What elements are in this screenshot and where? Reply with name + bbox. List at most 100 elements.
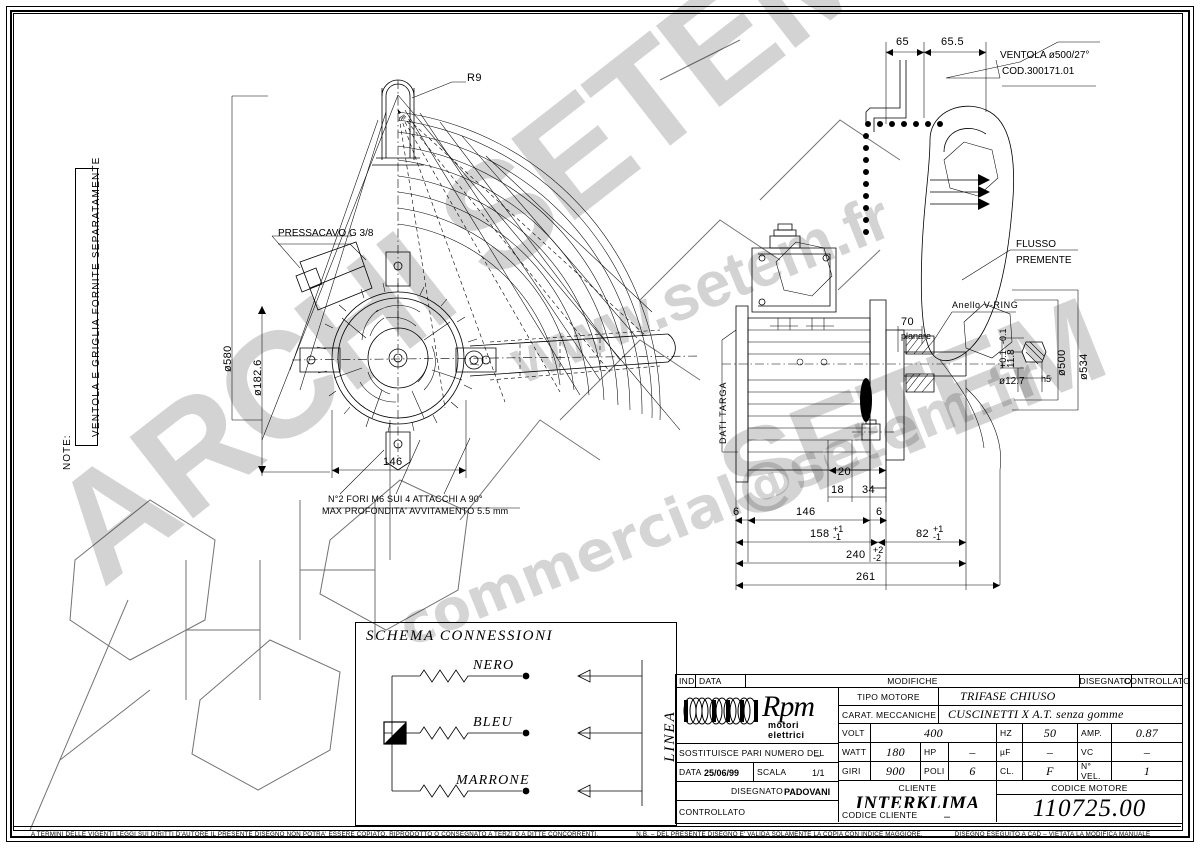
dim-65: 65 <box>896 36 910 48</box>
label-premente: PREMENTE <box>1016 255 1072 266</box>
tb-tipo-motore-value-cell: TRIFASE CHIUSO <box>939 688 1182 706</box>
tb-uf-value: – <box>1046 744 1054 759</box>
tb-poli-label: POLI <box>921 762 949 781</box>
dim-left-width: 146 <box>383 456 403 468</box>
tb-hp-label: HP <box>921 743 949 762</box>
label-pressacavo: PRESSACAVO G 3/8 <box>278 228 374 239</box>
tb-codice-cliente-label: CODICE CLIENTE <box>839 808 997 822</box>
dim-6-left: 6 <box>733 506 740 518</box>
tb-giri-value: 900 <box>886 763 905 778</box>
tb-sostituisce-value: – <box>814 750 821 762</box>
label-ventola: VENTOLA ø500/27° <box>1000 50 1090 61</box>
label-planare: planare <box>901 331 932 341</box>
schema-title: SCHEMA CONNESSIONI <box>366 628 554 644</box>
tb-disegnato-label: DISEGNATO <box>676 782 839 801</box>
dim-240-tol-up: +2 <box>873 545 884 555</box>
dim-82-tol-up: +1 <box>933 524 944 534</box>
tb-disegnato-value: PADOVANI <box>784 787 831 797</box>
tb-vc-value-cell: – <box>1112 743 1182 762</box>
tb-watt-value-cell: 180 <box>871 743 921 762</box>
tb-nvel-label: N° VEL. <box>1078 761 1112 781</box>
legal-part-1: A TERMINI DELLE VIGENTI LEGGI SUI DIRITT… <box>31 830 599 838</box>
tb-nvel-value-cell: 1 <box>1112 762 1182 781</box>
tb-poli-value-cell: 6 <box>949 762 997 781</box>
tb-volt-value: 400 <box>924 725 943 740</box>
tb-cl-value-cell: F <box>1023 762 1078 781</box>
sheet-frame-outer <box>6 6 1194 842</box>
sheet-frame-inner <box>10 10 1190 838</box>
tb-cl-value: F <box>1046 763 1054 778</box>
label-ventola-code: COD.300171.01 <box>1002 66 1075 77</box>
tb-tipo-motore-value: TRIFASE CHIUSO <box>960 689 1056 703</box>
label-flusso: FLUSSO <box>1016 239 1057 250</box>
tb-amp-value: 0.87 <box>1135 725 1159 740</box>
dim-h5: h5 <box>1041 374 1052 384</box>
label-vring: Anello V-RING <box>952 300 1019 310</box>
tb-watt-value: 180 <box>886 744 905 759</box>
legal-footer: A TERMINI DELLE VIGENTI LEGGI SUI DIRITT… <box>13 826 1181 841</box>
dim-18: 18 <box>831 484 845 496</box>
tb-poli-value: 6 <box>969 763 976 778</box>
schema-connessioni-box <box>355 622 677 826</box>
tb-scala-value: 1/1 <box>812 768 825 778</box>
tb-sostituisce-label: SOSTITUISCE PARI NUMERO DEL <box>676 744 839 763</box>
note-box: VENTOLA E GRIGLIA FORNITE SEPARATAMENTE <box>75 156 102 446</box>
rpm-brand-text: Rpm <box>762 690 815 723</box>
tb-hp-value-cell: – <box>949 743 997 762</box>
tb-disegnato-header: DISEGNATO <box>1079 675 1132 688</box>
tb-carat-value: CUSCINETTI X A.T. senza gomme <box>948 707 1124 721</box>
tb-watt-label: WATT <box>839 743 871 762</box>
dim-20: 20 <box>838 466 852 478</box>
wire-label-nero: NERO <box>473 658 515 673</box>
tb-volt-value-cell: 400 <box>871 724 997 743</box>
tb-data-label: DATA <box>676 763 754 782</box>
tb-data-header: DATA <box>696 675 746 688</box>
tb-cl-label: CL. <box>997 762 1023 781</box>
wire-label-marrone: MARRONE <box>456 773 530 788</box>
legal-part-3: DISEGNO ESEGUITO A CAD – VIETATA LA MODI… <box>954 830 1151 838</box>
dim-158: 158 <box>810 528 830 540</box>
dim-240: 240 <box>846 549 866 561</box>
wire-label-bleu: BLEU <box>473 715 513 730</box>
dim-6-right: 6 <box>876 506 883 518</box>
tb-hz-label: HZ <box>997 724 1023 743</box>
tb-giri-label: GIRI <box>839 762 871 781</box>
tb-codice-cliente-value: – <box>944 811 951 823</box>
dim-158-tol-up: +1 <box>833 524 844 534</box>
tb-cliente-label: CLIENTE <box>839 781 997 794</box>
tb-nvel-value: 1 <box>1143 763 1151 778</box>
dim-240-tol-dn: -2 <box>873 553 882 563</box>
tb-hp-value: – <box>969 744 976 759</box>
tb-amp-value-cell: 0.87 <box>1112 724 1182 743</box>
sheet-frame-inner-2 <box>13 13 1183 831</box>
dim-158-tol-dn: -1 <box>833 532 842 542</box>
tb-volt-label: VOLT <box>839 724 871 743</box>
tb-uf-label: µF <box>997 743 1023 762</box>
tb-hz-value: 50 <box>1043 725 1057 740</box>
tb-codice-motore-value-cell: 110725.00 <box>997 795 1182 822</box>
tb-tipo-motore-label: TIPO MOTORE <box>839 688 939 706</box>
tb-giri-value-cell: 900 <box>871 762 921 781</box>
dim-146-right: 146 <box>796 506 816 518</box>
tb-carat-label: CARAT. MECCANICHE <box>839 706 939 724</box>
tb-vc-label: VC <box>1078 743 1112 762</box>
tb-codice-motore-value: 110725.00 <box>1032 794 1147 822</box>
dim-70: 70 <box>901 316 915 328</box>
dim-82: 82 <box>916 528 930 540</box>
legal-part-2: N.B. – DEL PRESENTE DISEGNO E' VALIDA SO… <box>636 830 923 838</box>
tb-controllato-header: CONTROLLATO <box>1123 676 1191 688</box>
rpm-tagline: motori elettrici <box>768 720 805 740</box>
rpm-coil-logo-icon <box>683 697 758 725</box>
dim-82-tol-dn: -1 <box>933 532 942 542</box>
tb-modifiche-header: MODIFICHE <box>746 675 1080 688</box>
tb-ind-header: IND <box>676 675 696 688</box>
dim-261: 261 <box>856 571 876 583</box>
tb-hz-value-cell: 50 <box>1023 724 1078 743</box>
tb-codice-motore-label: CODICE MOTORE <box>997 781 1182 795</box>
label-r9: R9 <box>467 72 482 84</box>
tb-controllato-label: CONTROLLATO <box>676 801 839 822</box>
tb-data-value: 25/06/99 <box>704 768 740 778</box>
tb-amp-label: AMP. <box>1078 724 1112 743</box>
